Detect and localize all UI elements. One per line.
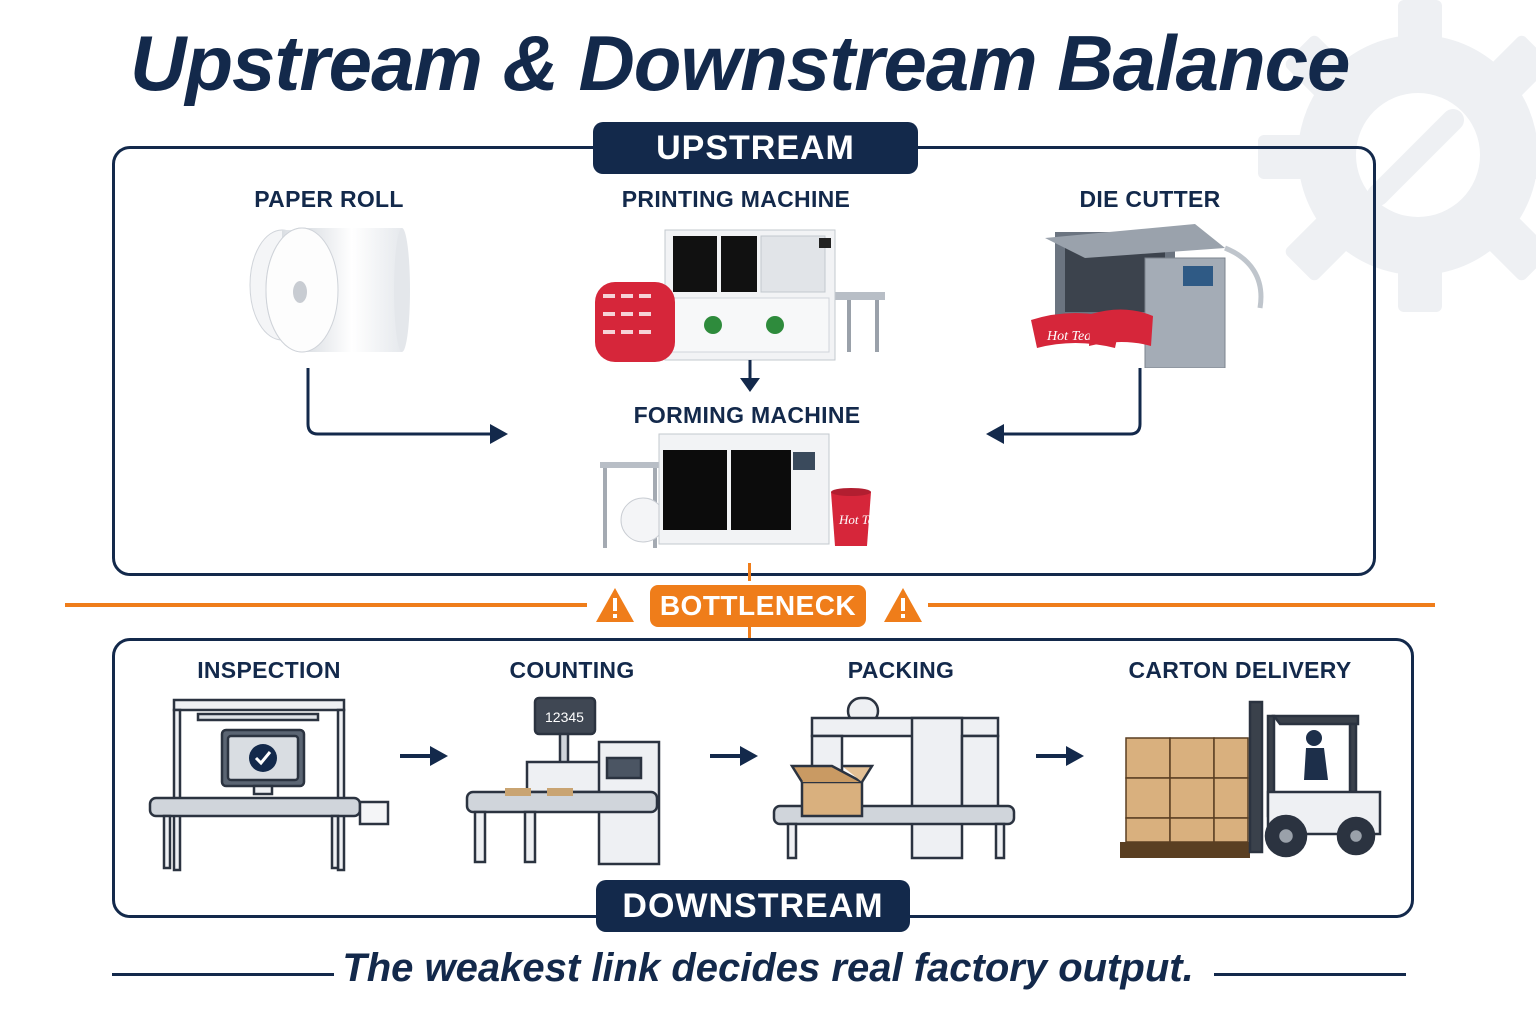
page-title: Upstream & Downstream Balance <box>130 19 1350 107</box>
caption-rule-left <box>112 973 334 976</box>
upstream-header: UPSTREAM <box>593 122 918 174</box>
counting-label: COUNTING <box>509 657 635 683</box>
bottleneck-connector-bottom <box>748 627 751 641</box>
die-cutter-icon: Hot Tea <box>1031 224 1264 368</box>
inspection-station-icon <box>148 698 390 872</box>
printing-machine-label: PRINTING MACHINE <box>621 186 851 212</box>
counter-display: 12345 <box>545 709 584 725</box>
caption-rule-right <box>1214 973 1406 976</box>
counting-machine-icon: 12345 <box>465 696 661 866</box>
paper-roll-label: PAPER ROLL <box>254 186 404 212</box>
packing-to-delivery-arrow-icon <box>1036 746 1084 766</box>
die-cutter-label: DIE CUTTER <box>1079 186 1221 212</box>
packing-label: PACKING <box>847 657 955 683</box>
carton-delivery-label: CARTON DELIVERY <box>1128 657 1352 683</box>
warning-icon <box>884 588 922 622</box>
gear-watermark-icon <box>1258 0 1536 312</box>
die-cut-blank-text: Hot Tea <box>1046 329 1091 344</box>
counting-to-packing-arrow-icon <box>710 746 758 766</box>
printing-to-forming-arrow-icon <box>740 360 760 392</box>
inspection-to-counting-arrow-icon <box>400 746 448 766</box>
packing-machine-icon <box>772 696 1016 860</box>
bottleneck-badge: BOTTLENECK <box>650 585 866 627</box>
forklift-icon <box>1120 700 1382 858</box>
paper-to-forming-arrow-icon <box>306 368 508 444</box>
downstream-header: DOWNSTREAM <box>596 880 910 932</box>
warning-icon <box>596 588 634 622</box>
bottleneck-connector-top <box>748 563 751 581</box>
caption: The weakest link decides real factory ou… <box>342 946 1194 990</box>
inspection-label: INSPECTION <box>197 657 341 683</box>
cup-text: Hot Tea <box>838 512 881 527</box>
printing-machine-icon <box>595 229 885 362</box>
paper-roll-icon <box>249 227 410 353</box>
bottleneck-line-left <box>65 603 587 607</box>
diecutter-to-forming-arrow-icon <box>986 368 1142 444</box>
bottleneck-line-right <box>928 603 1435 607</box>
forming-machine-label: FORMING MACHINE <box>633 402 861 428</box>
forming-machine-icon: Hot Tea <box>600 433 881 548</box>
